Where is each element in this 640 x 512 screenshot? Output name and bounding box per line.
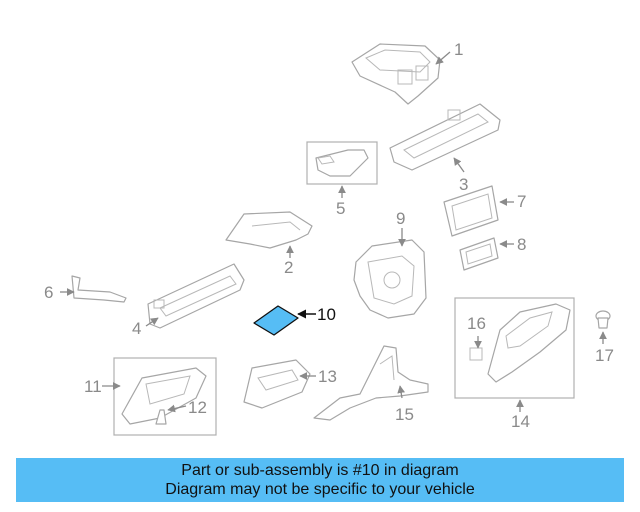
label-3: 3 (459, 175, 468, 194)
part-13-bin (243, 359, 316, 409)
part-7-bezel (443, 185, 514, 237)
label-6: 6 (44, 283, 53, 302)
label-1: 1 (454, 40, 463, 59)
info-banner: Part or sub-assembly is #10 in diagram D… (16, 458, 624, 502)
part-3-trim-panel (389, 103, 501, 173)
label-9: 9 (396, 209, 405, 228)
part-4-lower-trim (145, 263, 245, 329)
label-4: 4 (132, 319, 141, 338)
label-8: 8 (517, 235, 526, 254)
part-2-bracket (225, 211, 313, 258)
part-5-trim-piece (306, 141, 378, 198)
part-11-glove-box (102, 357, 217, 436)
label-2: 2 (284, 258, 293, 277)
banner-line-1: Part or sub-assembly is #10 in diagram (181, 462, 459, 479)
part-17-clip (595, 310, 611, 344)
part-6-handle (60, 275, 127, 303)
part-10-highlighted-pad (253, 305, 316, 336)
part-15-side-trim (313, 345, 429, 421)
label-15: 15 (395, 405, 414, 424)
label-14: 14 (511, 412, 530, 431)
label-13: 13 (318, 367, 337, 386)
label-16: 16 (467, 314, 486, 333)
part-14-console-assembly (454, 297, 575, 412)
part-8-panel (459, 237, 514, 271)
part-1-dash-panel (351, 43, 451, 105)
banner-line-2: Diagram may not be specific to your vehi… (165, 481, 475, 498)
label-7: 7 (517, 192, 526, 211)
label-11: 11 (84, 377, 102, 396)
label-17: 17 (595, 346, 614, 365)
label-12: 12 (188, 398, 207, 417)
label-10: 10 (317, 305, 336, 324)
parts-diagram: 1 3 5 7 8 2 9 (44, 40, 614, 436)
part-9-console-frame (353, 228, 427, 319)
label-5: 5 (336, 199, 345, 218)
